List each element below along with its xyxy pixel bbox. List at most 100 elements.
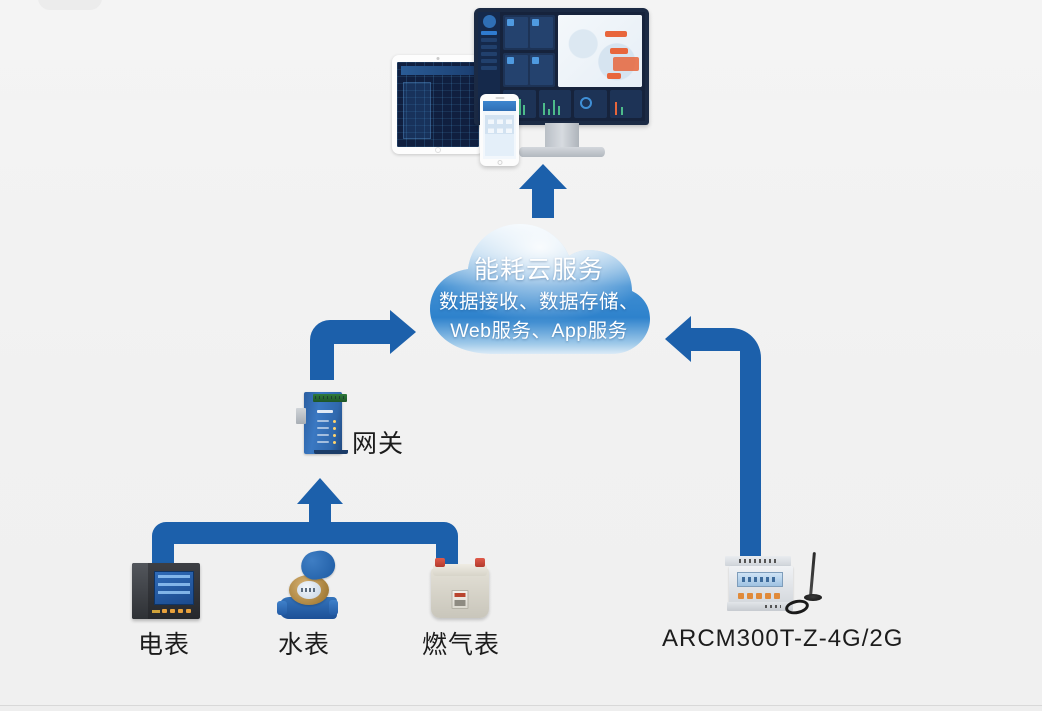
monitor-stand-neck bbox=[544, 123, 579, 149]
phone-app-grid bbox=[485, 115, 514, 135]
dashboard-card bbox=[503, 52, 555, 87]
arcm-button bbox=[756, 593, 762, 599]
top-partial-element bbox=[38, 0, 102, 10]
meter-button bbox=[186, 609, 191, 613]
cloud-subtitle-line2: Web服务、App服务 bbox=[450, 319, 628, 342]
gateway-port-line bbox=[317, 427, 329, 429]
gateway-brand-logo bbox=[317, 410, 333, 413]
gas-meter-display bbox=[451, 590, 469, 609]
gateway-port-line bbox=[317, 420, 329, 422]
gateway-led bbox=[333, 434, 336, 437]
meter-button bbox=[178, 609, 183, 613]
phone-screen bbox=[483, 101, 516, 159]
water-meter-face bbox=[297, 581, 321, 599]
water-meter-dial bbox=[289, 575, 329, 605]
dashboard-bottom-row bbox=[503, 90, 642, 118]
dashboard-tile bbox=[530, 17, 553, 48]
electric-meter-side bbox=[132, 563, 148, 619]
arcm-device-label: ARCM300T-Z-4G/2G bbox=[662, 625, 904, 652]
cloud-title: 能耗云服务 bbox=[473, 255, 604, 284]
dashboard-tile bbox=[505, 17, 528, 48]
meter-button bbox=[170, 609, 175, 613]
dashboard-panel bbox=[538, 90, 571, 118]
dashboard-map bbox=[558, 15, 642, 87]
gateway-label: 网关 bbox=[352, 430, 405, 458]
cloud-subtitle-line1: 数据接收、数据存储、 bbox=[438, 290, 639, 313]
tablet-screen bbox=[397, 62, 479, 147]
meter-button bbox=[162, 609, 167, 613]
map-marker bbox=[606, 72, 621, 79]
arrow-elbow-up-left-icon bbox=[665, 316, 761, 560]
arcm-buttons bbox=[738, 593, 780, 599]
phone-chart bbox=[485, 134, 514, 156]
arcm-button bbox=[774, 593, 780, 599]
tablet-home-button bbox=[435, 147, 441, 153]
dashboard-card-column bbox=[503, 15, 555, 87]
dashboard-nav-item bbox=[481, 45, 497, 49]
dashboard-nav-item bbox=[481, 38, 497, 42]
water-meter-body bbox=[277, 597, 338, 619]
arcm300t-module-icon bbox=[723, 551, 838, 618]
phone-earpiece bbox=[495, 97, 504, 99]
gateway-led bbox=[333, 427, 336, 430]
arrow-bus-up-icon bbox=[152, 478, 458, 568]
gas-meter-label: 燃气表 bbox=[422, 631, 501, 659]
dashboard-body bbox=[500, 12, 645, 121]
arcm-terminal-rail bbox=[725, 556, 791, 566]
dashboard-panel bbox=[609, 90, 642, 118]
gateway-din-clip bbox=[296, 408, 306, 424]
dashboard-nav-item bbox=[481, 52, 497, 56]
electric-meter-brand bbox=[152, 610, 160, 613]
arrow-elbow-up-right-icon bbox=[310, 310, 416, 380]
dashboard-card bbox=[503, 15, 555, 50]
gas-meter-top bbox=[433, 564, 487, 576]
dashboard-top-row bbox=[503, 15, 642, 87]
cloud-label-group: 能耗云服务 数据接收、数据存储、 Web服务、App服务 bbox=[424, 212, 654, 360]
gas-meter-port-left bbox=[435, 558, 445, 567]
gateway-body bbox=[304, 392, 348, 454]
map-marker bbox=[605, 30, 628, 37]
cloud-service-node: 能耗云服务 数据接收、数据存储、 Web服务、App服务 bbox=[424, 212, 654, 360]
gateway-led bbox=[333, 420, 336, 423]
arrow-up-icon bbox=[519, 164, 567, 218]
gateway-module-icon bbox=[296, 386, 348, 458]
phone-home-button bbox=[497, 160, 502, 165]
monitor-bezel bbox=[474, 8, 649, 125]
dashboard-sidebar bbox=[478, 12, 500, 121]
water-meter-icon bbox=[277, 548, 339, 623]
gas-meter-icon bbox=[429, 558, 491, 622]
arcm-button bbox=[747, 593, 753, 599]
gas-meter-body bbox=[431, 568, 489, 618]
electric-meter-label: 电表 bbox=[138, 631, 191, 659]
gas-meter-port-right bbox=[475, 558, 485, 567]
arcm-button bbox=[738, 593, 744, 599]
cloud-shape-icon bbox=[430, 224, 650, 354]
dashboard-avatar bbox=[482, 15, 496, 28]
bottom-divider bbox=[0, 705, 1042, 706]
gateway-terminal-block bbox=[313, 394, 347, 402]
gateway-port-line bbox=[317, 441, 329, 443]
dashboard-tile bbox=[505, 54, 528, 85]
gauge-icon bbox=[580, 97, 592, 109]
dashboard-nav-item bbox=[481, 31, 497, 35]
electric-meter-display bbox=[154, 571, 194, 605]
map-region bbox=[613, 56, 640, 71]
dashboard-panel bbox=[574, 90, 607, 118]
dashboard-tile bbox=[530, 54, 553, 85]
bottom-strip bbox=[0, 706, 1042, 711]
display-devices-group bbox=[392, 8, 652, 166]
arcm-button bbox=[765, 593, 771, 599]
arcm-display bbox=[737, 572, 783, 587]
antenna-magnetic-base bbox=[804, 594, 822, 601]
dashboard-nav-item bbox=[481, 66, 497, 70]
water-meter-label: 水表 bbox=[278, 631, 331, 659]
arcm-main-body bbox=[729, 566, 793, 604]
tablet-camera-icon bbox=[436, 57, 440, 60]
gateway-port-line bbox=[317, 434, 329, 436]
electric-meter-buttons bbox=[162, 609, 191, 613]
arcm-base-terminals bbox=[727, 602, 793, 611]
map-marker bbox=[610, 48, 629, 55]
electric-meter-icon bbox=[132, 561, 202, 623]
monitor-screen bbox=[478, 12, 645, 121]
